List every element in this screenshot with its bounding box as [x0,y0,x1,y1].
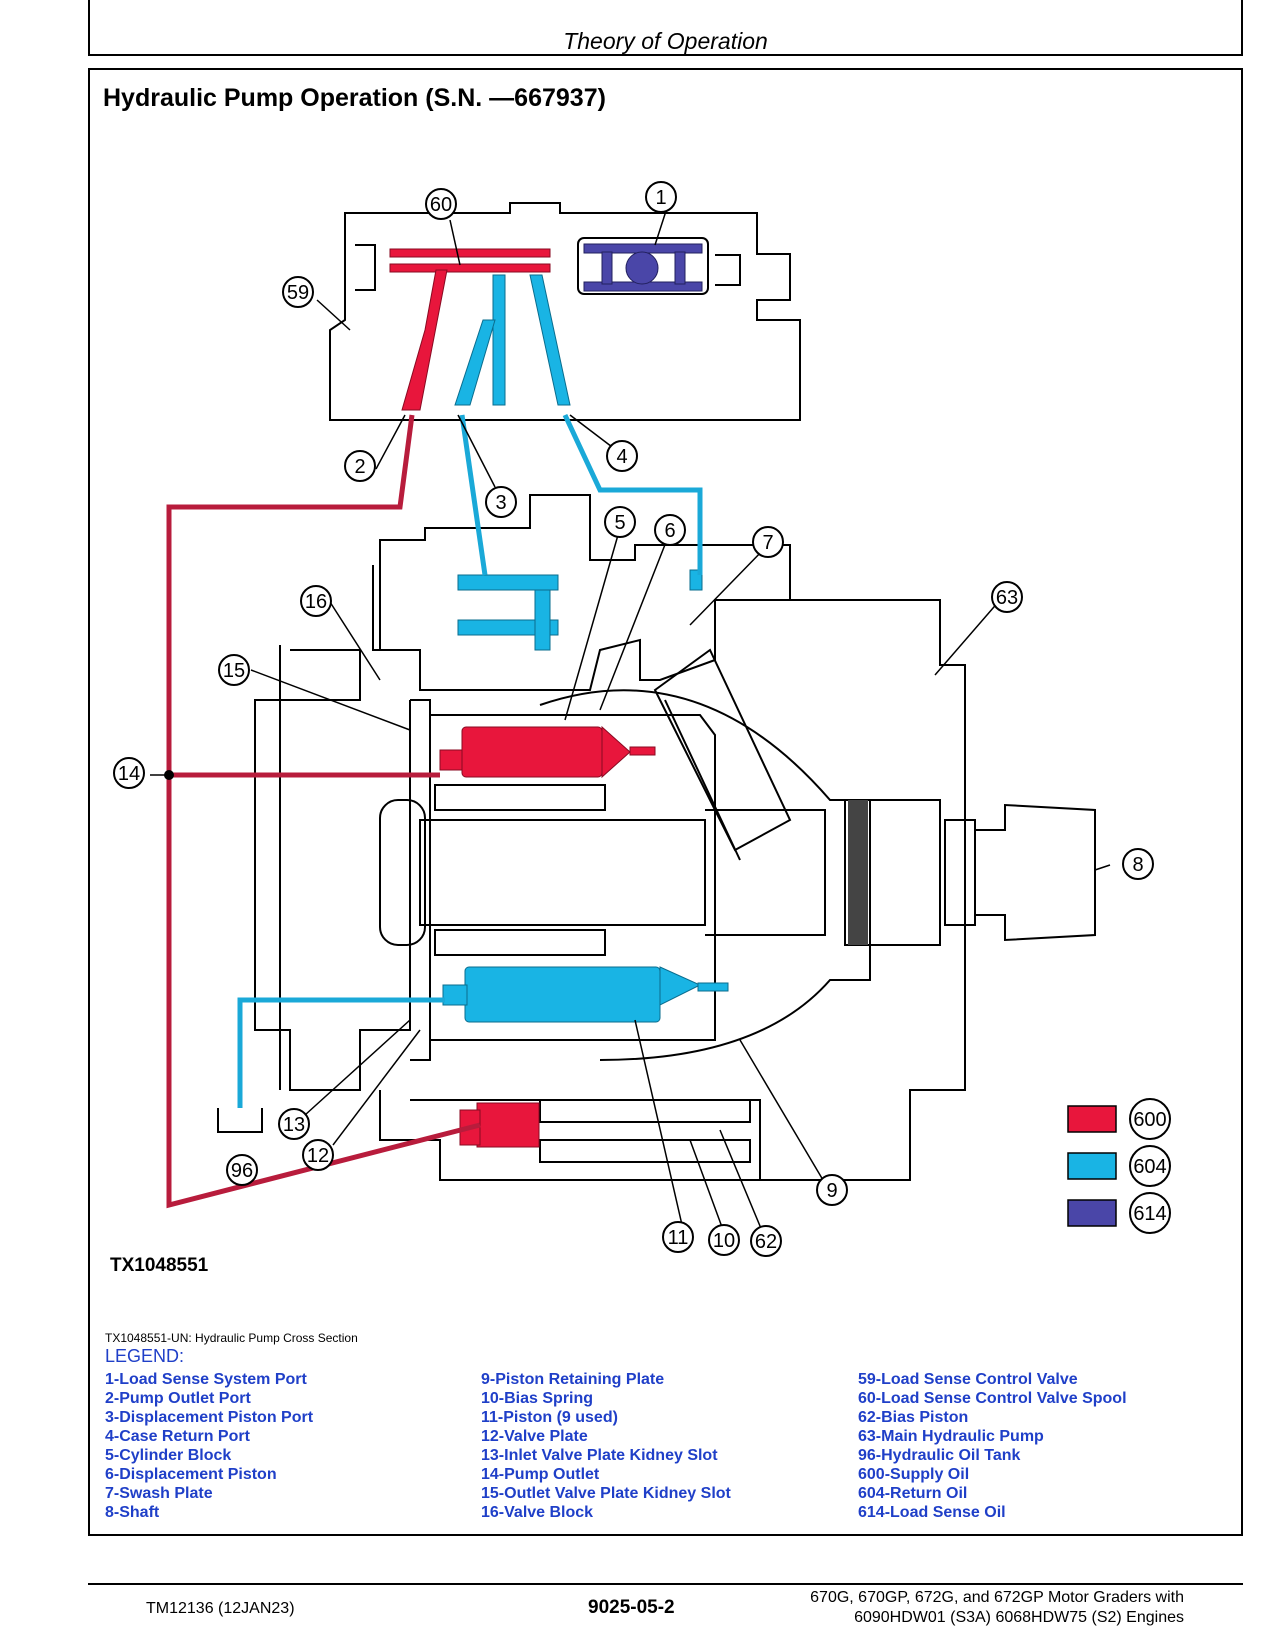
figure-caption: TX1048551-UN: Hydraulic Pump Cross Secti… [105,1331,358,1345]
legend-item: 8-Shaft [105,1504,160,1521]
legend-title: LEGEND: [105,1346,185,1366]
key-614: 614 [1133,1203,1166,1225]
footer-rule [88,1583,1243,1585]
legend-item: 9-Piston Retaining Plate [481,1371,665,1388]
legend-item: 15-Outlet Valve Plate Kidney Slot [481,1485,731,1502]
return-oil-swatch [1067,1152,1117,1180]
legend-item: 11-Piston (9 used) [481,1409,618,1426]
legend-column-2: 9-Piston Retaining Plate 10-Bias Spring … [481,1370,731,1522]
callout-1: 1 [655,187,666,209]
legend-item: 4-Case Return Port [105,1428,250,1445]
callout-8: 8 [1132,854,1143,876]
section-title: Theory of Operation [563,28,768,54]
page-number: 9025-05-2 [588,1597,675,1618]
manual-id: TM12136 (12JAN23) [146,1600,295,1617]
legend-item: 600-Supply Oil [858,1466,970,1483]
callout-60: 60 [430,194,452,216]
key-600: 600 [1133,1109,1166,1131]
legend-item: 60-Load Sense Control Valve Spool [858,1390,1127,1407]
legend-item: 59-Load Sense Control Valve [858,1371,1078,1388]
legend-item: 14-Pump Outlet [481,1466,600,1483]
callout-96: 96 [231,1160,253,1182]
legend-column-3: 59-Load Sense Control Valve 60-Load Sens… [858,1370,1127,1522]
callout-62: 62 [755,1231,777,1253]
legend-item: 7-Swash Plate [105,1485,213,1502]
legend-item: 2-Pump Outlet Port [105,1390,251,1407]
callout-7: 7 [762,532,773,554]
legend-item: 614-Load Sense Oil [858,1504,1006,1521]
legend-item: 63-Main Hydraulic Pump [858,1428,1044,1445]
callout-15: 15 [223,660,245,682]
load-sense-oil-swatch [1067,1199,1117,1227]
callout-9: 9 [826,1180,837,1202]
callout-16: 16 [305,591,327,613]
product-description: 670G, 670GP, 672G, and 672GP Motor Grade… [720,1588,1184,1628]
page-title: Hydraulic Pump Operation (S.N. —667937) [103,84,606,112]
key-604: 604 [1133,1156,1166,1178]
product-line-2: 6090HDW01 (S3A) 6068HDW75 (S2) Engines [854,1609,1184,1626]
figure-id: TX1048551 [110,1255,209,1276]
callout-10: 10 [713,1230,735,1252]
legend-item: 1-Load Sense System Port [105,1371,307,1388]
callout-4: 4 [616,446,627,468]
callout-3: 3 [495,492,506,514]
legend-item: 3-Displacement Piston Port [105,1409,314,1426]
content-frame [88,68,1243,1536]
legend-column-1: 1-Load Sense System Port 2-Pump Outlet P… [105,1370,313,1522]
legend-item: 13-Inlet Valve Plate Kidney Slot [481,1447,718,1464]
legend-item: 6-Displacement Piston [105,1466,277,1483]
callout-13: 13 [283,1114,305,1136]
callout-14: 14 [118,763,140,785]
callout-12: 12 [307,1145,329,1167]
supply-oil-swatch [1067,1105,1117,1133]
legend-item: 12-Valve Plate [481,1428,588,1445]
callout-59: 59 [287,282,309,304]
legend-item: 5-Cylinder Block [105,1447,232,1464]
callout-6: 6 [664,520,675,542]
callout-2: 2 [354,456,365,478]
pump-cross-section-diagram: 1 2 3 4 5 6 7 8 9 10 11 12 13 14 15 16 5… [113,181,1171,1257]
callout-5: 5 [614,512,625,534]
product-line-1: 670G, 670GP, 672G, and 672GP Motor Grade… [810,1589,1184,1606]
callout-11: 11 [668,1227,689,1249]
legend-item: 16-Valve Block [481,1504,594,1521]
legend-item: 604-Return Oil [858,1485,968,1502]
header-frame [88,0,1243,56]
callout-63: 63 [996,587,1018,609]
legend-item: 62-Bias Piston [858,1409,969,1426]
legend-item: 96-Hydraulic Oil Tank [858,1447,1021,1464]
legend-item: 10-Bias Spring [481,1390,594,1407]
